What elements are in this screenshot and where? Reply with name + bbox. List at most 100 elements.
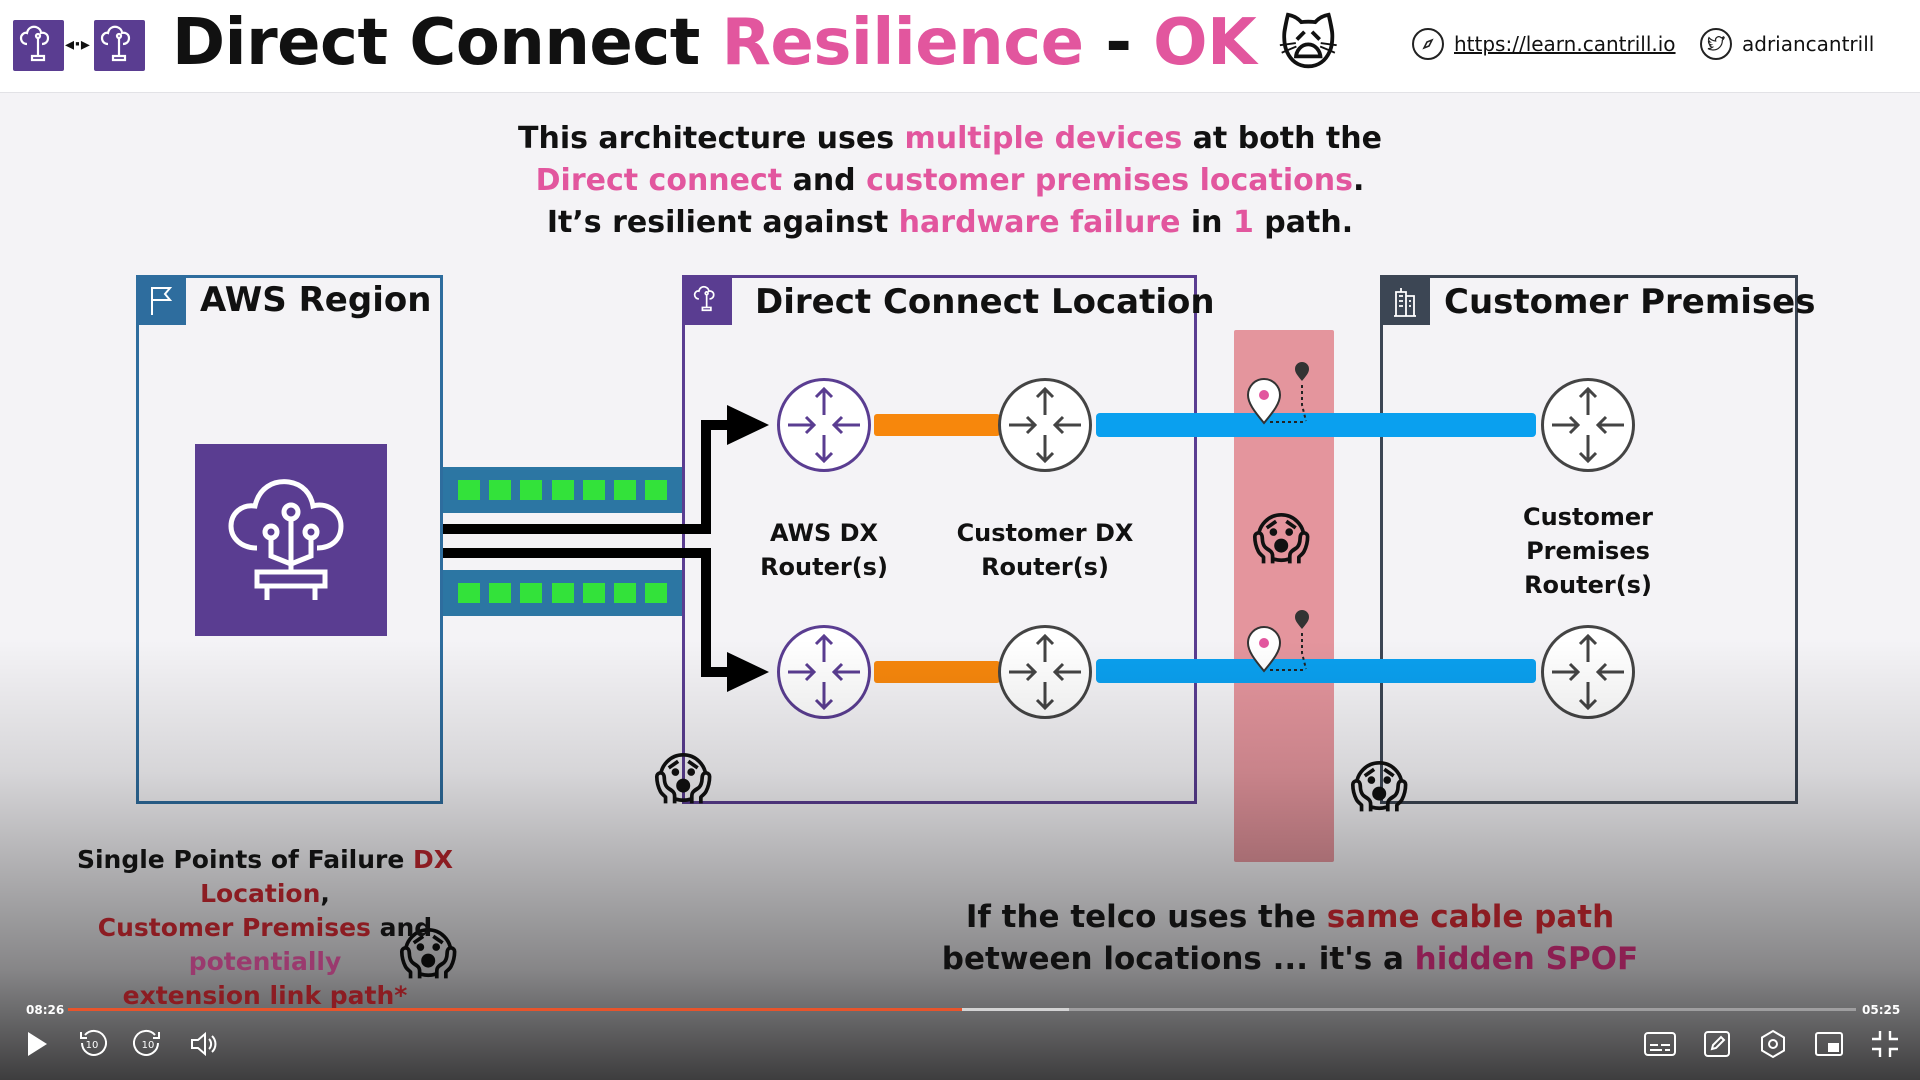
scream-icon: 😱 bbox=[1350, 755, 1409, 820]
port-led bbox=[613, 480, 636, 500]
website-url[interactable]: https://learn.cantrill.io bbox=[1454, 32, 1676, 56]
forward-10-icon[interactable]: 10 bbox=[131, 1027, 165, 1061]
direct-connect-icon-2 bbox=[94, 20, 145, 71]
settings-icon[interactable] bbox=[1756, 1027, 1790, 1061]
telco-text: If the telco uses the bbox=[965, 899, 1327, 935]
customer-dx-router-top bbox=[998, 378, 1092, 472]
port-led bbox=[644, 583, 667, 603]
spof-highlight: Customer Premises bbox=[97, 913, 371, 942]
direct-connect-service-icon bbox=[195, 444, 387, 636]
label-line: Customer DX bbox=[956, 519, 1134, 547]
direct-connect-icon bbox=[13, 20, 64, 71]
port-led bbox=[582, 583, 605, 603]
premises-router-top bbox=[1541, 378, 1635, 472]
telco-text: between locations ... it's a bbox=[941, 941, 1415, 977]
spof-text: Single Points of Failure bbox=[76, 845, 414, 874]
progress-bar[interactable] bbox=[68, 1008, 1856, 1011]
aws-region-box: AWS Region bbox=[136, 275, 443, 804]
svg-text:10: 10 bbox=[142, 1040, 155, 1051]
router-icon bbox=[1009, 633, 1081, 711]
intro-highlight: multiple devices bbox=[904, 121, 1183, 156]
slide-title: Direct Connect Resilience - OK 🙀 bbox=[172, 6, 1338, 80]
port-led bbox=[551, 480, 574, 500]
label-line: Premises bbox=[1526, 537, 1650, 565]
customer-dx-router-label: Customer DX Router(s) bbox=[940, 516, 1150, 584]
extension-link-bottom bbox=[1096, 659, 1536, 683]
port-led bbox=[458, 583, 481, 603]
scream-icon: 😱 bbox=[1252, 507, 1311, 572]
compass-icon bbox=[1412, 28, 1444, 60]
twitter-link[interactable]: adriancantrill bbox=[1700, 28, 1874, 60]
weary-cat-icon: 🙀 bbox=[1277, 10, 1338, 78]
intro-text-span: It’s resilient against bbox=[546, 205, 899, 240]
intro-text-span: . bbox=[1352, 163, 1365, 198]
rewind-10-icon[interactable]: 10 bbox=[75, 1027, 109, 1061]
intro-text-span: at both the bbox=[1182, 121, 1382, 156]
spof-note: Single Points of Failure DX Location, Cu… bbox=[20, 843, 510, 1013]
spof-text: , bbox=[320, 879, 330, 908]
volume-icon[interactable] bbox=[187, 1027, 221, 1061]
captions-icon[interactable] bbox=[1643, 1027, 1677, 1061]
dx-connection-bar-bottom bbox=[443, 570, 682, 616]
customer-premises-title: Customer Premises bbox=[1444, 282, 1816, 322]
cross-connect-cables bbox=[443, 405, 769, 692]
route-pin-icon bbox=[1246, 610, 1309, 673]
premises-router-bottom bbox=[1541, 625, 1635, 719]
bidirectional-arrow-icon: ◂·▸ bbox=[65, 34, 90, 55]
extension-link-top bbox=[1096, 413, 1536, 437]
telco-highlight: hidden SPOF bbox=[1414, 941, 1639, 977]
title-resilience: Resilience bbox=[721, 6, 1084, 80]
router-icon bbox=[1552, 633, 1624, 711]
intro-highlight: Direct connect bbox=[535, 163, 783, 198]
telco-highlight: same cable path bbox=[1326, 899, 1615, 935]
spof-text: and bbox=[370, 913, 433, 942]
port-led bbox=[551, 583, 574, 603]
dx-connection-bar-top bbox=[443, 467, 682, 513]
played-bar bbox=[68, 1008, 962, 1011]
play-icon[interactable] bbox=[20, 1027, 54, 1061]
router-icon bbox=[788, 633, 860, 711]
direct-connect-location-icon bbox=[682, 275, 732, 325]
intro-text-span: This architecture uses bbox=[518, 121, 905, 156]
current-time: 08:26 bbox=[26, 1003, 65, 1017]
aws-dx-router-label: AWS DX Router(s) bbox=[744, 516, 904, 584]
title-text: Direct Connect bbox=[172, 6, 722, 80]
title-ok: OK bbox=[1153, 6, 1257, 80]
intro-text-span: and bbox=[782, 163, 867, 198]
port-led bbox=[458, 480, 481, 500]
duration: 05:25 bbox=[1862, 1003, 1901, 1017]
title-dash: - bbox=[1083, 6, 1154, 80]
label-line: AWS DX bbox=[769, 519, 879, 547]
router-icon bbox=[788, 386, 860, 464]
notes-icon[interactable] bbox=[1700, 1027, 1734, 1061]
intro-text-span: path. bbox=[1253, 205, 1354, 240]
scream-icon: 😱 bbox=[654, 747, 713, 812]
aws-dx-router-bottom bbox=[777, 625, 871, 719]
label-line: Router(s) bbox=[1524, 571, 1652, 599]
label-line: Router(s) bbox=[760, 553, 888, 581]
port-led bbox=[644, 480, 667, 500]
picture-in-picture-icon[interactable] bbox=[1812, 1027, 1846, 1061]
label-line: Router(s) bbox=[981, 553, 1109, 581]
port-led bbox=[613, 583, 636, 603]
dx-location-title: Direct Connect Location bbox=[755, 282, 1215, 322]
port-led bbox=[489, 583, 512, 603]
building-icon bbox=[1380, 275, 1430, 325]
intro-text: This architecture uses multiple devices … bbox=[420, 118, 1480, 244]
aws-region-title: AWS Region bbox=[200, 280, 432, 320]
flag-icon bbox=[136, 275, 186, 325]
cross-connect-link-top bbox=[874, 414, 1000, 436]
twitter-handle[interactable]: adriancantrill bbox=[1742, 32, 1875, 56]
port-led bbox=[582, 480, 605, 500]
website-link[interactable]: https://learn.cantrill.io bbox=[1412, 28, 1676, 60]
route-pin-icon bbox=[1246, 362, 1309, 425]
intro-highlight: customer premises locations bbox=[866, 163, 1353, 198]
spof-highlight: potentially bbox=[188, 947, 342, 976]
twitter-icon bbox=[1700, 28, 1732, 60]
intro-text-span: in bbox=[1180, 205, 1233, 240]
label-line: Customer bbox=[1522, 503, 1654, 531]
exit-fullscreen-icon[interactable] bbox=[1868, 1027, 1902, 1061]
port-led bbox=[520, 480, 543, 500]
spof-highlight: DX Location bbox=[200, 845, 454, 908]
intro-highlight: 1 bbox=[1232, 205, 1254, 240]
